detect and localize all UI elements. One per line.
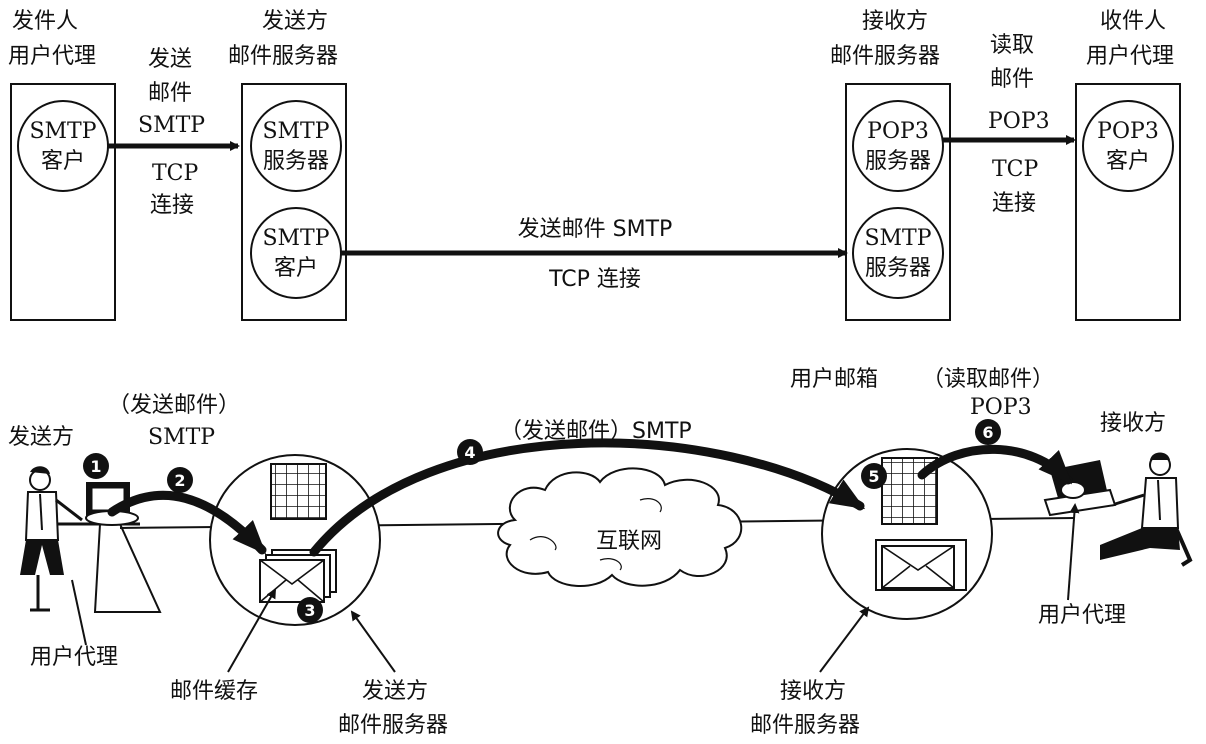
arrow-step4	[309, 438, 866, 557]
smtp-server-circle	[250, 100, 342, 192]
sender-server-label-line1: 发送方	[362, 679, 428, 704]
receiver-server-label-line2: 邮件服务器	[750, 713, 860, 738]
smtp-client-1-line2: 客户	[41, 149, 85, 174]
link3-label-line5: 连接	[992, 191, 1036, 216]
sender-server-title-line2: 邮件服务器	[228, 44, 338, 69]
receiver-person-icon	[1043, 452, 1193, 567]
smtp-client-2-line2: 客户	[274, 256, 318, 281]
step-badge-3: 3	[297, 597, 323, 623]
sender-server-title-line1: 发送方	[262, 9, 328, 34]
internet-label: 互联网	[596, 529, 662, 554]
sender-person-icon	[20, 466, 162, 613]
arrow-step6	[917, 444, 1073, 485]
link1-label-line4: TCP	[152, 161, 199, 186]
mail-cache-pointer	[227, 588, 276, 673]
link3-label-line1: 读取	[990, 33, 1034, 58]
smtp-client-circle-1	[17, 100, 109, 192]
link3-label-line4: TCP	[992, 157, 1039, 182]
pop3-server-line1: POP3	[867, 119, 929, 144]
receiver-server-title-line1: 接收方	[862, 9, 928, 34]
smtp-server-circle-2	[852, 207, 944, 299]
sender-server-label-line2: 邮件服务器	[338, 713, 448, 738]
sender-label: 发送方	[8, 425, 74, 450]
smtp-server-line2: 服务器	[263, 149, 329, 174]
step2-label-line2: SMTP	[148, 425, 215, 450]
mail-cache-envelopes	[259, 549, 337, 603]
sender-mailbox-grid	[270, 463, 327, 520]
link1-label-line1: 发送	[148, 47, 192, 72]
svg-text:5: 5	[868, 467, 879, 486]
svg-text:6: 6	[982, 423, 993, 442]
step-badge-4: 4	[457, 439, 483, 465]
smtp-client-2-line1: SMTP	[262, 226, 329, 251]
smtp-server-2-line2: 服务器	[865, 256, 931, 281]
receiver-envelopes	[875, 539, 967, 591]
sender-server-circle	[209, 454, 381, 626]
svg-text:1: 1	[90, 457, 101, 476]
link2-label-top: 发送邮件 SMTP	[518, 217, 673, 242]
link3-label-line2: 邮件	[990, 67, 1034, 92]
receiver-label: 接收方	[1100, 411, 1166, 436]
sender-ua-title-line2: 用户代理	[8, 44, 96, 69]
pop3-client-circle	[1082, 100, 1174, 192]
step2-label-line1: （发送邮件）	[108, 393, 240, 418]
smtp-server-line1: SMTP	[262, 119, 329, 144]
sender-server-pointer	[350, 610, 396, 673]
step6-label-line1: （读取邮件）	[922, 367, 1054, 392]
step-badge-1: 1	[83, 453, 109, 479]
recipient-ua-title-line2: 用户代理	[1086, 44, 1174, 69]
receiver-server-pointer	[819, 606, 870, 673]
receiver-server-title-line2: 邮件服务器	[830, 44, 940, 69]
link1-label-line5: 连接	[150, 193, 194, 218]
pop3-server-line2: 服务器	[865, 149, 931, 174]
link1-label-line2: 邮件	[148, 81, 192, 106]
svg-text:4: 4	[464, 443, 475, 462]
link2-label-bottom: TCP 连接	[548, 267, 641, 292]
link1-label-line3: SMTP	[138, 113, 205, 138]
recipient-ua-title-line1: 收件人	[1100, 9, 1166, 34]
step4-label: （发送邮件）SMTP	[500, 419, 692, 444]
ua-right-label: 用户代理	[1038, 603, 1126, 628]
ua-left-label: 用户代理	[30, 645, 118, 670]
smtp-server-2-line1: SMTP	[864, 226, 931, 251]
receiver-server-label-line1: 接收方	[780, 679, 846, 704]
sender-ua-title-line1: 发件人	[12, 9, 78, 34]
step-badge-2: 2	[167, 467, 193, 493]
mail-cache-label: 邮件缓存	[170, 679, 258, 704]
pop3-client-line2: 客户	[1106, 149, 1150, 174]
step-badge-6: 6	[975, 419, 1001, 445]
link3-label-line3: POP3	[988, 109, 1050, 134]
step6-label-line2: POP3	[970, 395, 1032, 420]
internet-cloud	[497, 467, 743, 587]
pop3-client-line1: POP3	[1097, 119, 1159, 144]
mailbox-label: 用户邮箱	[790, 367, 878, 392]
smtp-client-circle-2	[250, 207, 342, 299]
smtp-client-1-line1: SMTP	[29, 119, 96, 144]
arrow-step2	[107, 490, 267, 555]
step-badge-5: 5	[861, 463, 887, 489]
svg-text:3: 3	[304, 601, 315, 620]
ua-left-pointer	[71, 579, 87, 646]
ua-right-pointer	[1067, 503, 1080, 601]
pop3-server-circle	[852, 100, 944, 192]
svg-text:2: 2	[174, 471, 185, 490]
